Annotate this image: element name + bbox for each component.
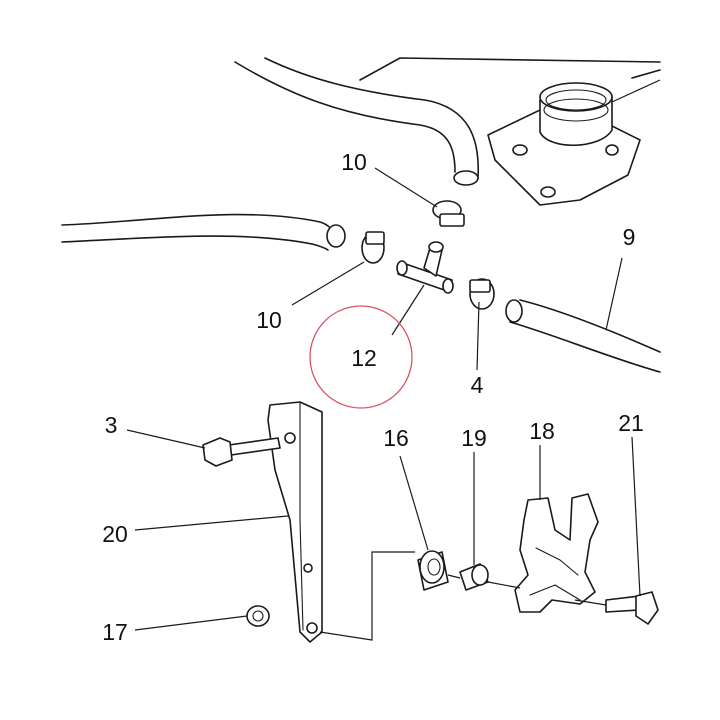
label-16: 16: [383, 425, 409, 451]
label-4: 4: [471, 372, 484, 398]
label-10-lower: 10: [256, 307, 282, 333]
leader-21: [631, 436, 641, 597]
hose-clamp-upper: [432, 200, 465, 227]
bushing-19: [459, 563, 489, 591]
leader-20: [134, 515, 289, 531]
assembly-line-3: [487, 581, 521, 589]
right-hose: [505, 299, 661, 373]
upper-hose: [234, 57, 480, 186]
leader-10-lower: [291, 261, 365, 306]
left-hose: [61, 213, 346, 251]
leader-4: [476, 301, 480, 371]
highlight-circle: [309, 305, 413, 409]
leader-10-upper: [374, 167, 438, 208]
leader-17: [134, 615, 248, 631]
bolt-21: [605, 591, 659, 625]
assembly-line: [319, 551, 415, 641]
leader-16: [399, 455, 429, 551]
leader-9: [605, 257, 623, 331]
label-20: 20: [102, 521, 128, 547]
label-3: 3: [105, 412, 118, 438]
label-12: 12: [351, 345, 377, 371]
plate-18: [514, 493, 599, 613]
leader-12: [391, 284, 425, 336]
hose-clamp-right: [469, 278, 495, 310]
nut-17: [246, 605, 270, 627]
bolt-3: [202, 437, 281, 467]
grommet-16: [417, 550, 449, 591]
bracket: [267, 401, 323, 643]
intake-housing: [359, 57, 661, 206]
label-9: 9: [623, 224, 636, 250]
t-fitting: [396, 241, 454, 294]
leader-3: [126, 429, 206, 449]
label-10-upper: 10: [341, 149, 367, 175]
label-19: 19: [461, 425, 487, 451]
label-21: 21: [618, 410, 644, 436]
assembly-line-2: [447, 574, 461, 579]
label-18: 18: [529, 418, 555, 444]
label-17: 17: [102, 619, 128, 645]
assembly-line-4: [574, 599, 607, 606]
hose-clamp-left: [361, 231, 385, 264]
